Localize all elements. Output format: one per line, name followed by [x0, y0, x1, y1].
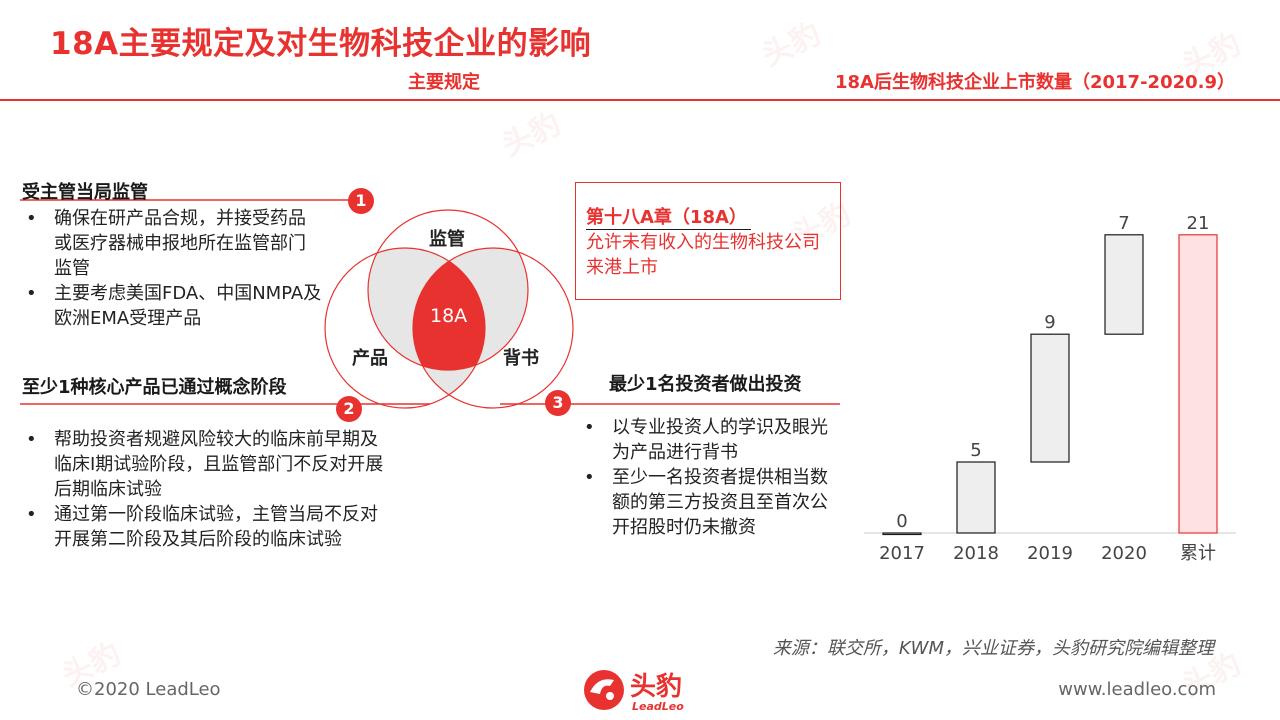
list-item: 通过第一阶段临床试验，主管当局不反对开展第二阶段及其后阶段的临床试验: [22, 502, 392, 552]
venn-circle-right: [412, 247, 574, 409]
x-tick-label: 2019: [1027, 543, 1073, 564]
list-item: 确保在研产品合规，并接受药品或医疗器械申报地所在监管部门监管: [22, 206, 322, 281]
page-title: 18A主要规定及对生物科技企业的影响: [50, 26, 592, 62]
section2-heading: 至少1种核心产品已通过概念阶段: [22, 377, 287, 398]
venn-label-left: 产品: [352, 348, 388, 369]
section1-bullets: 确保在研产品合规，并接受药品或医疗器械申报地所在监管部门监管 主要考虑美国FDA…: [22, 206, 322, 331]
section-number-3: 3: [545, 390, 571, 416]
section1-heading: 受主管当局监管: [22, 182, 148, 203]
section2-bullets: 帮助投资者规避风险较大的临床前早期及临床I期试验阶段，且监管部门不反对开展后期临…: [22, 427, 392, 552]
logo-text-en: LeadLeo: [632, 700, 684, 713]
rule-box-text: 允许未有收入的生物科技公司来港上市: [586, 232, 820, 278]
venn-label-top: 监管: [429, 229, 465, 250]
list-item: 至少一名投资者提供相当数额的第三方投资且至首次公开招股时仍未撤资: [580, 465, 832, 540]
section3-bullets: 以专业投资人的学识及眼光为产品进行背书 至少一名投资者提供相当数额的第三方投资且…: [580, 415, 832, 540]
x-tick-label: 累计: [1180, 543, 1216, 564]
subtitle-right: 18A后生物科技企业上市数量（2017-2020.9）: [835, 72, 1236, 93]
rule-box: 第十八A章（18A） 允许未有收入的生物科技公司来港上市: [575, 182, 841, 300]
venn-circle-left: [324, 247, 486, 409]
logo-text-cn: 头豹: [630, 672, 683, 702]
chart-bar: [1030, 333, 1070, 463]
source-note: 来源：联交所，KWM，兴业证券，头豹研究院编辑整理: [772, 638, 1214, 659]
header-divider: [0, 99, 1280, 101]
section-number-2: 2: [336, 396, 362, 422]
venn-label-center: 18A: [430, 305, 468, 327]
footer-logo: 头豹 LeadLeo: [580, 664, 710, 716]
data-label: 21: [1187, 213, 1210, 234]
list-item: 以专业投资人的学识及眼光为产品进行背书: [580, 415, 832, 465]
section3-heading: 最少1名投资者做出投资: [609, 374, 802, 395]
leopard-logo-icon: [584, 670, 624, 710]
rule-box-heading: 第十八A章（18A）: [586, 203, 751, 230]
venn-diagram: [20, 199, 840, 409]
chart-bar: [882, 532, 922, 536]
subtitle-left: 主要规定: [408, 72, 480, 93]
chart-bar: [956, 461, 996, 534]
data-label: 5: [970, 440, 981, 461]
x-tick-label: 2018: [953, 543, 999, 564]
chart-bar: [1178, 234, 1218, 534]
footer-url: www.leadleo.com: [1058, 679, 1216, 700]
waterfall-chart: 0 2017 5 2018 9 2019 7 2020 21 累计: [864, 213, 1236, 564]
data-label: 7: [1118, 213, 1129, 234]
venn-label-right: 背书: [503, 348, 539, 369]
section-number-1: 1: [348, 188, 374, 214]
data-label: 0: [896, 511, 907, 532]
x-tick-label: 2020: [1101, 543, 1147, 564]
data-label: 9: [1044, 312, 1055, 333]
copyright: ©2020 LeadLeo: [76, 679, 221, 700]
list-item: 帮助投资者规避风险较大的临床前早期及临床I期试验阶段，且监管部门不反对开展后期临…: [22, 427, 392, 502]
list-item: 主要考虑美国FDA、中国NMPA及欧洲EMA受理产品: [22, 281, 322, 331]
venn-circle-top: [367, 209, 529, 371]
x-tick-label: 2017: [879, 543, 925, 564]
chart-bar: [1104, 234, 1144, 335]
